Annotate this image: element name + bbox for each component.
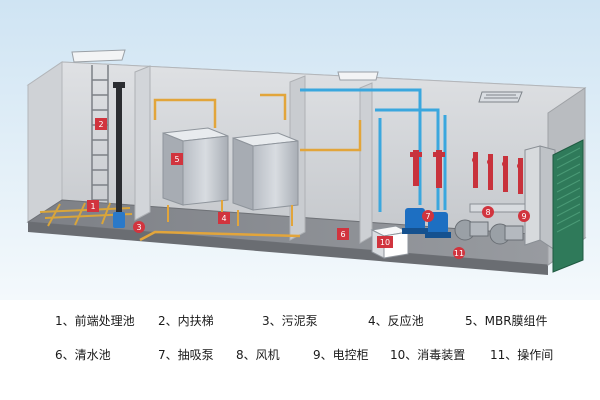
- svg-text:11: 11: [454, 249, 464, 258]
- legend-item-7: 7、抽吸泵: [158, 348, 214, 362]
- blower-right: [489, 223, 524, 245]
- svg-text:9: 9: [521, 212, 526, 221]
- marker-3: 3: [133, 221, 145, 233]
- svg-text:3: 3: [136, 223, 141, 232]
- marker-4: 4: [218, 212, 230, 224]
- legend-item-9: 9、电控柜: [313, 348, 369, 362]
- legend-item-8: 8、风机: [236, 348, 280, 362]
- operation-room-door: [552, 139, 584, 273]
- valve-stacks: [410, 150, 523, 194]
- control-cabinet: [524, 145, 556, 251]
- blower-left: [454, 219, 489, 241]
- suction-pump-left: [402, 208, 428, 234]
- marker-8: 8: [482, 206, 494, 218]
- marker-7: 7: [422, 210, 434, 222]
- yellow-pipes: [139, 93, 362, 242]
- svg-text:8: 8: [485, 208, 490, 217]
- legend-item-3: 3、污泥泵: [262, 314, 318, 328]
- marker-2: 2: [95, 118, 107, 130]
- roof-vent-grille: [478, 91, 523, 103]
- pretreatment-floor-grid: [39, 202, 133, 227]
- marker-9: 9: [518, 210, 530, 222]
- svg-text:4: 4: [221, 214, 226, 223]
- marker-6: 6: [337, 228, 349, 240]
- marker-1: 1: [87, 200, 99, 212]
- svg-text:2: 2: [98, 120, 103, 129]
- marker-11: 11: [453, 247, 465, 259]
- legend-item-6: 6、清水池: [55, 348, 111, 362]
- legend: 1、前端处理池 2、内扶梯 3、污泥泵 4、反应池 5、MBR膜组件 6、清水池…: [0, 300, 600, 400]
- legend-item-5: 5、MBR膜组件: [465, 314, 548, 328]
- sludge-pump: [113, 82, 125, 228]
- roof-hatch-left: [71, 49, 126, 63]
- marker-5: 5: [171, 153, 183, 165]
- mbr-tank-left: [162, 127, 229, 222]
- legend-item-10: 10、消毒装置: [390, 348, 466, 362]
- roof-hatch-middle: [337, 71, 379, 81]
- legend-item-11: 11、操作间: [490, 348, 554, 362]
- container-cutaway-illustration: 1 2 3 4 5 6 7 8 9 10 11: [0, 0, 600, 300]
- legend-item-1: 1、前端处理池: [55, 314, 135, 328]
- svg-text:10: 10: [380, 238, 390, 247]
- air-manifold: [469, 203, 529, 213]
- legend-item-2: 2、内扶梯: [158, 314, 214, 328]
- svg-text:7: 7: [425, 212, 430, 221]
- legend-item-4: 4、反应池: [368, 314, 424, 328]
- svg-text:5: 5: [174, 155, 179, 164]
- marker-10: 10: [377, 236, 393, 248]
- svg-text:1: 1: [90, 202, 95, 211]
- svg-text:6: 6: [340, 230, 345, 239]
- inner-ladder: [91, 65, 109, 205]
- blue-pipes: [300, 88, 447, 212]
- mbr-tank-right: [232, 132, 299, 226]
